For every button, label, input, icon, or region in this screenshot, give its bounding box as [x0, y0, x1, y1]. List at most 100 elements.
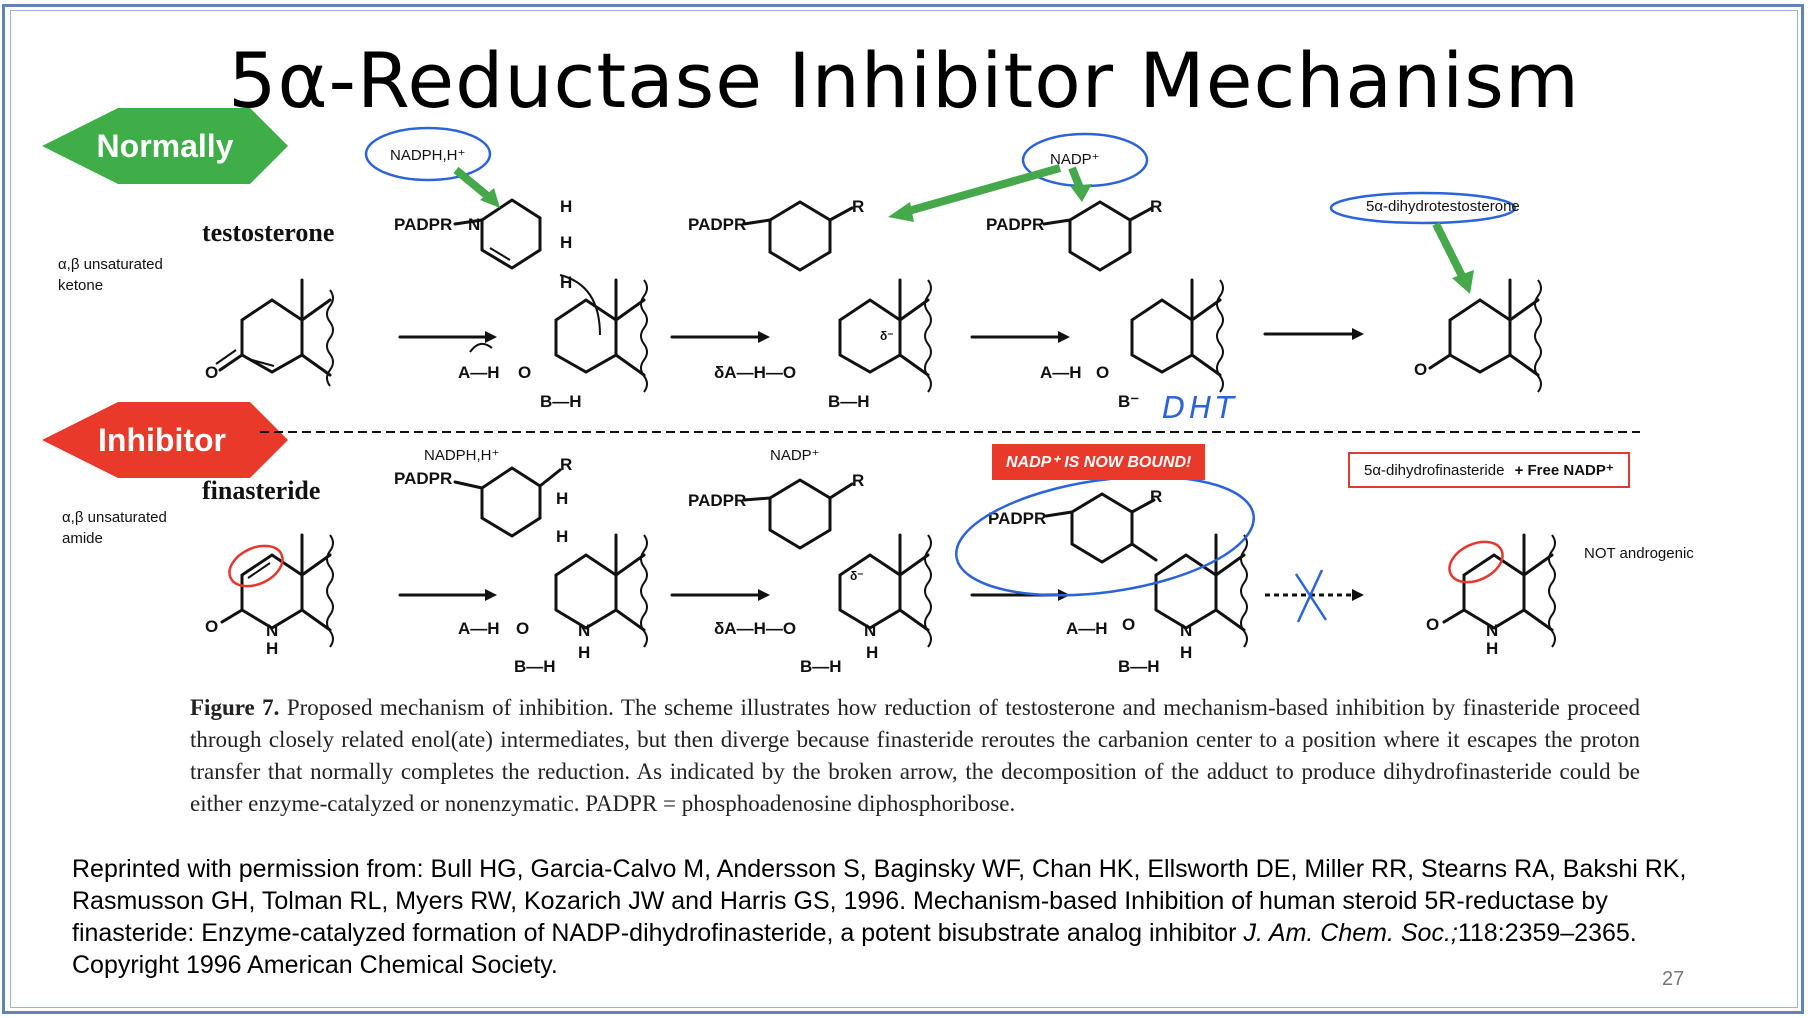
n-label: N	[1180, 621, 1192, 640]
arrow-5-head	[485, 589, 497, 601]
a-h-label: A—H	[1066, 619, 1108, 638]
green-arrowhead-nadp-down	[1070, 184, 1092, 202]
testosterone-label: testosterone	[202, 218, 335, 247]
arrow-3-head	[1058, 331, 1070, 343]
finasteride-label: finasteride	[202, 476, 321, 505]
o-label: O	[516, 619, 529, 638]
nadph-bottom-label: NADPH,H⁺	[424, 447, 500, 464]
b-h-label: B—H	[1118, 657, 1160, 676]
nadph-ring-bottom: PADPR R H H	[394, 455, 572, 546]
citation: Reprinted with permission from: Bull HG,…	[72, 853, 1722, 981]
green-arrow-nadp-left	[903, 164, 1062, 216]
b-h-label: B—H	[828, 392, 870, 411]
r-label: R	[852, 197, 864, 216]
o-label: O	[1096, 363, 1109, 382]
o-label: O	[205, 617, 218, 636]
b-minus-label: B⁻	[1118, 392, 1139, 411]
arrow-2-head	[758, 331, 770, 343]
green-arrowhead-dht	[1452, 270, 1474, 294]
inhibitor-badge-shape	[42, 402, 288, 478]
green-arrowhead-nadp-left	[888, 202, 914, 222]
r-label: R	[560, 455, 572, 474]
slide-title: 5α-Reductase Inhibitor Mechanism	[228, 36, 1580, 125]
n-label: N	[1486, 621, 1498, 640]
not-androgenic-label: NOT androgenic	[1584, 545, 1694, 562]
h-label: H	[866, 643, 878, 662]
enzyme-acid-base-2: A—H O B—H N H	[458, 533, 648, 676]
enolate-intermediate-bottom: δA—H—O δ⁻ B—H N H	[714, 533, 932, 676]
h-label: H	[578, 643, 590, 662]
delta-minus-label: δ⁻	[880, 329, 894, 343]
nadph-top-label: NADPH,H⁺	[390, 147, 466, 164]
nadp-bound-badge: NADP⁺ IS NOW BOUND!	[992, 444, 1206, 480]
bound-adduct: PADPR R A—H O N H B—H	[955, 475, 1255, 676]
citation-text-before: Reprinted with permission from: Bull HG,…	[72, 855, 1687, 947]
padpr-label: PADPR	[988, 509, 1046, 528]
r-label: R	[1150, 197, 1162, 216]
blocked-x-mark	[1294, 569, 1328, 623]
a-h-label: A—H	[458, 619, 500, 638]
b-h-label: B—H	[514, 657, 556, 676]
padpr-label: PADPR	[394, 469, 452, 488]
ketone-label-line1: α,β unsaturated	[58, 256, 163, 273]
dht-handwritten: DHT	[1162, 391, 1238, 426]
r-label: R	[852, 471, 864, 490]
h-label: H	[560, 233, 572, 252]
figure-label: Figure 7.	[190, 695, 280, 720]
nadp-bottom-label: NADP⁺	[770, 447, 820, 464]
testosterone-structure: O	[205, 278, 334, 387]
slide-inner-frame	[10, 10, 1798, 1008]
figure-caption-text: Proposed mechanism of inhibition. The sc…	[190, 695, 1641, 816]
figure-caption: Figure 7. Proposed mechanism of inhibiti…	[190, 692, 1640, 820]
citation-journal: J. Am. Chem. Soc.;	[1243, 919, 1458, 947]
o-label: O	[518, 363, 531, 382]
b-h-label: B—H	[800, 657, 842, 676]
h-label: H	[556, 527, 568, 546]
o-label: O	[1122, 615, 1135, 634]
enolate-intermediate-top: δA—H—O B—H δ⁻	[714, 278, 932, 411]
n-label: N	[266, 621, 278, 640]
padpr-label: PADPR	[688, 215, 746, 234]
dht-annotation-circle	[1329, 191, 1517, 225]
padpr-label: PADPR	[986, 215, 1044, 234]
amide-label-line2: amide	[62, 530, 103, 547]
a-h-label: A—H	[1040, 363, 1082, 382]
normally-badge-shape	[42, 108, 288, 184]
o-label: O	[1414, 360, 1427, 379]
padpr-label: PADPR	[394, 215, 452, 234]
dihydrofinasteride-structure: O N H	[1426, 533, 1556, 658]
steroid-intermediate-1	[554, 278, 648, 393]
dihydrofinasteride-box: 5α-dihydrofinasteride + Free NADP⁺	[1348, 452, 1630, 488]
h-label: H	[560, 197, 572, 216]
dht-intermediate: A—H O B⁻	[1040, 278, 1224, 411]
nadp-ring-top: PADPR R	[688, 197, 864, 272]
normally-badge-label: Normally	[97, 128, 234, 164]
nadp-ring-bottom: PADPR R	[688, 471, 864, 550]
a-h-label: A—H	[458, 363, 500, 382]
delta-a-label: δA—H—O	[714, 619, 796, 638]
inhibitor-badge-label: Inhibitor	[98, 422, 226, 458]
o-label: O	[205, 363, 218, 382]
nadph-ring-top: PADPR N H H H	[394, 197, 601, 336]
finasteride-double-bond-circle	[228, 544, 284, 588]
ketone-label-line2: ketone	[58, 277, 104, 294]
nadph-annotation-circle	[364, 126, 492, 182]
enzyme-acid-base-1: A—H B—H O	[458, 342, 582, 411]
nadp-top-label: NADP⁺	[1050, 151, 1100, 168]
arrow-6-head	[758, 589, 770, 601]
h-label: H	[556, 489, 568, 508]
page-number: 27	[1662, 968, 1685, 990]
padpr-label: PADPR	[688, 491, 746, 510]
h-label: H	[266, 639, 278, 658]
delta-minus-label: δ⁻	[850, 569, 864, 583]
green-arrow-nadp-down	[1068, 166, 1084, 190]
amide-label-line1: α,β unsaturated	[62, 509, 167, 526]
nadp-ring-released-top: PADPR R	[986, 197, 1162, 272]
product-saturated-bond-circle	[1448, 540, 1504, 584]
citation-text-after: 118:2359–2365. Copyright 1996 American C…	[72, 919, 1637, 979]
b-h-label: B—H	[540, 392, 582, 411]
adduct-annotation-circle	[955, 475, 1255, 597]
o-label: O	[1426, 615, 1439, 634]
broken-arrow-head	[1352, 589, 1364, 601]
dihydrofinasteride-label: 5α-dihydrofinasteride	[1364, 462, 1505, 479]
